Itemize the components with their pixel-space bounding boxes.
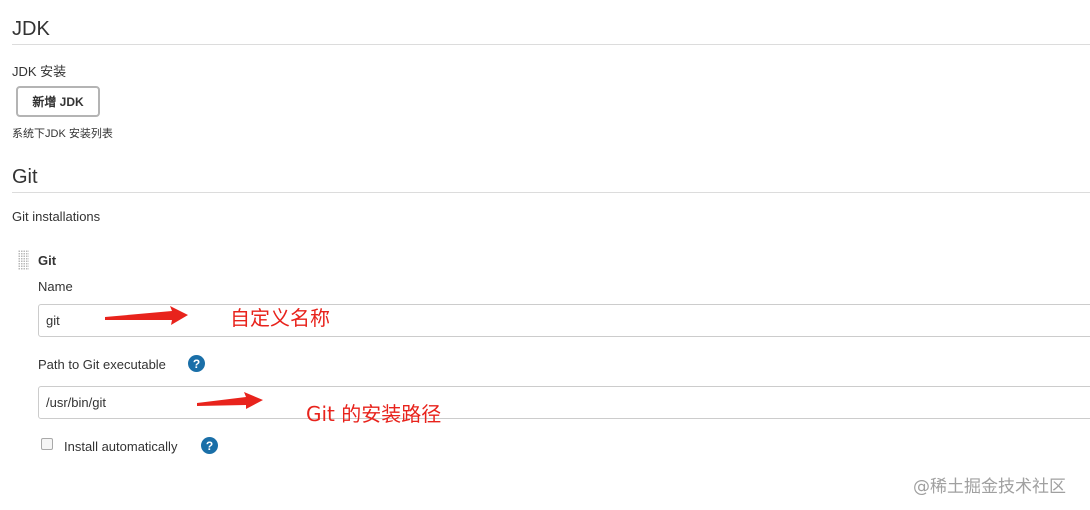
jdk-section-divider (12, 44, 1090, 45)
git-name-label: Name (38, 279, 73, 294)
install-help-icon[interactable]: ? (201, 437, 218, 454)
git-section-title: Git (12, 166, 38, 188)
add-jdk-button[interactable]: 新增 JDK (16, 86, 100, 117)
git-section-divider (12, 192, 1090, 193)
watermark: @稀土掘金技术社区 (913, 477, 1066, 497)
jdk-installations-label: JDK 安装 (12, 64, 67, 79)
jdk-section-title: JDK (12, 18, 50, 40)
path-annotation: Git 的安装路径 (306, 402, 442, 426)
git-entry-header: Git (38, 253, 57, 268)
git-installations-label: Git installations (12, 209, 101, 224)
git-path-label: Path to Git executable (38, 357, 166, 372)
arrow-icon (105, 306, 188, 325)
jdk-installations-description: 系统下JDK 安装列表 (12, 128, 113, 140)
git-name-input[interactable] (38, 304, 1090, 337)
install-automatically-checkbox[interactable] (41, 438, 53, 450)
install-automatically-label: Install automatically (64, 439, 178, 454)
path-help-icon[interactable]: ? (188, 355, 205, 372)
drag-handle-icon[interactable] (18, 250, 29, 270)
name-annotation: 自定义名称 (230, 306, 330, 330)
arrow-icon (197, 392, 263, 409)
